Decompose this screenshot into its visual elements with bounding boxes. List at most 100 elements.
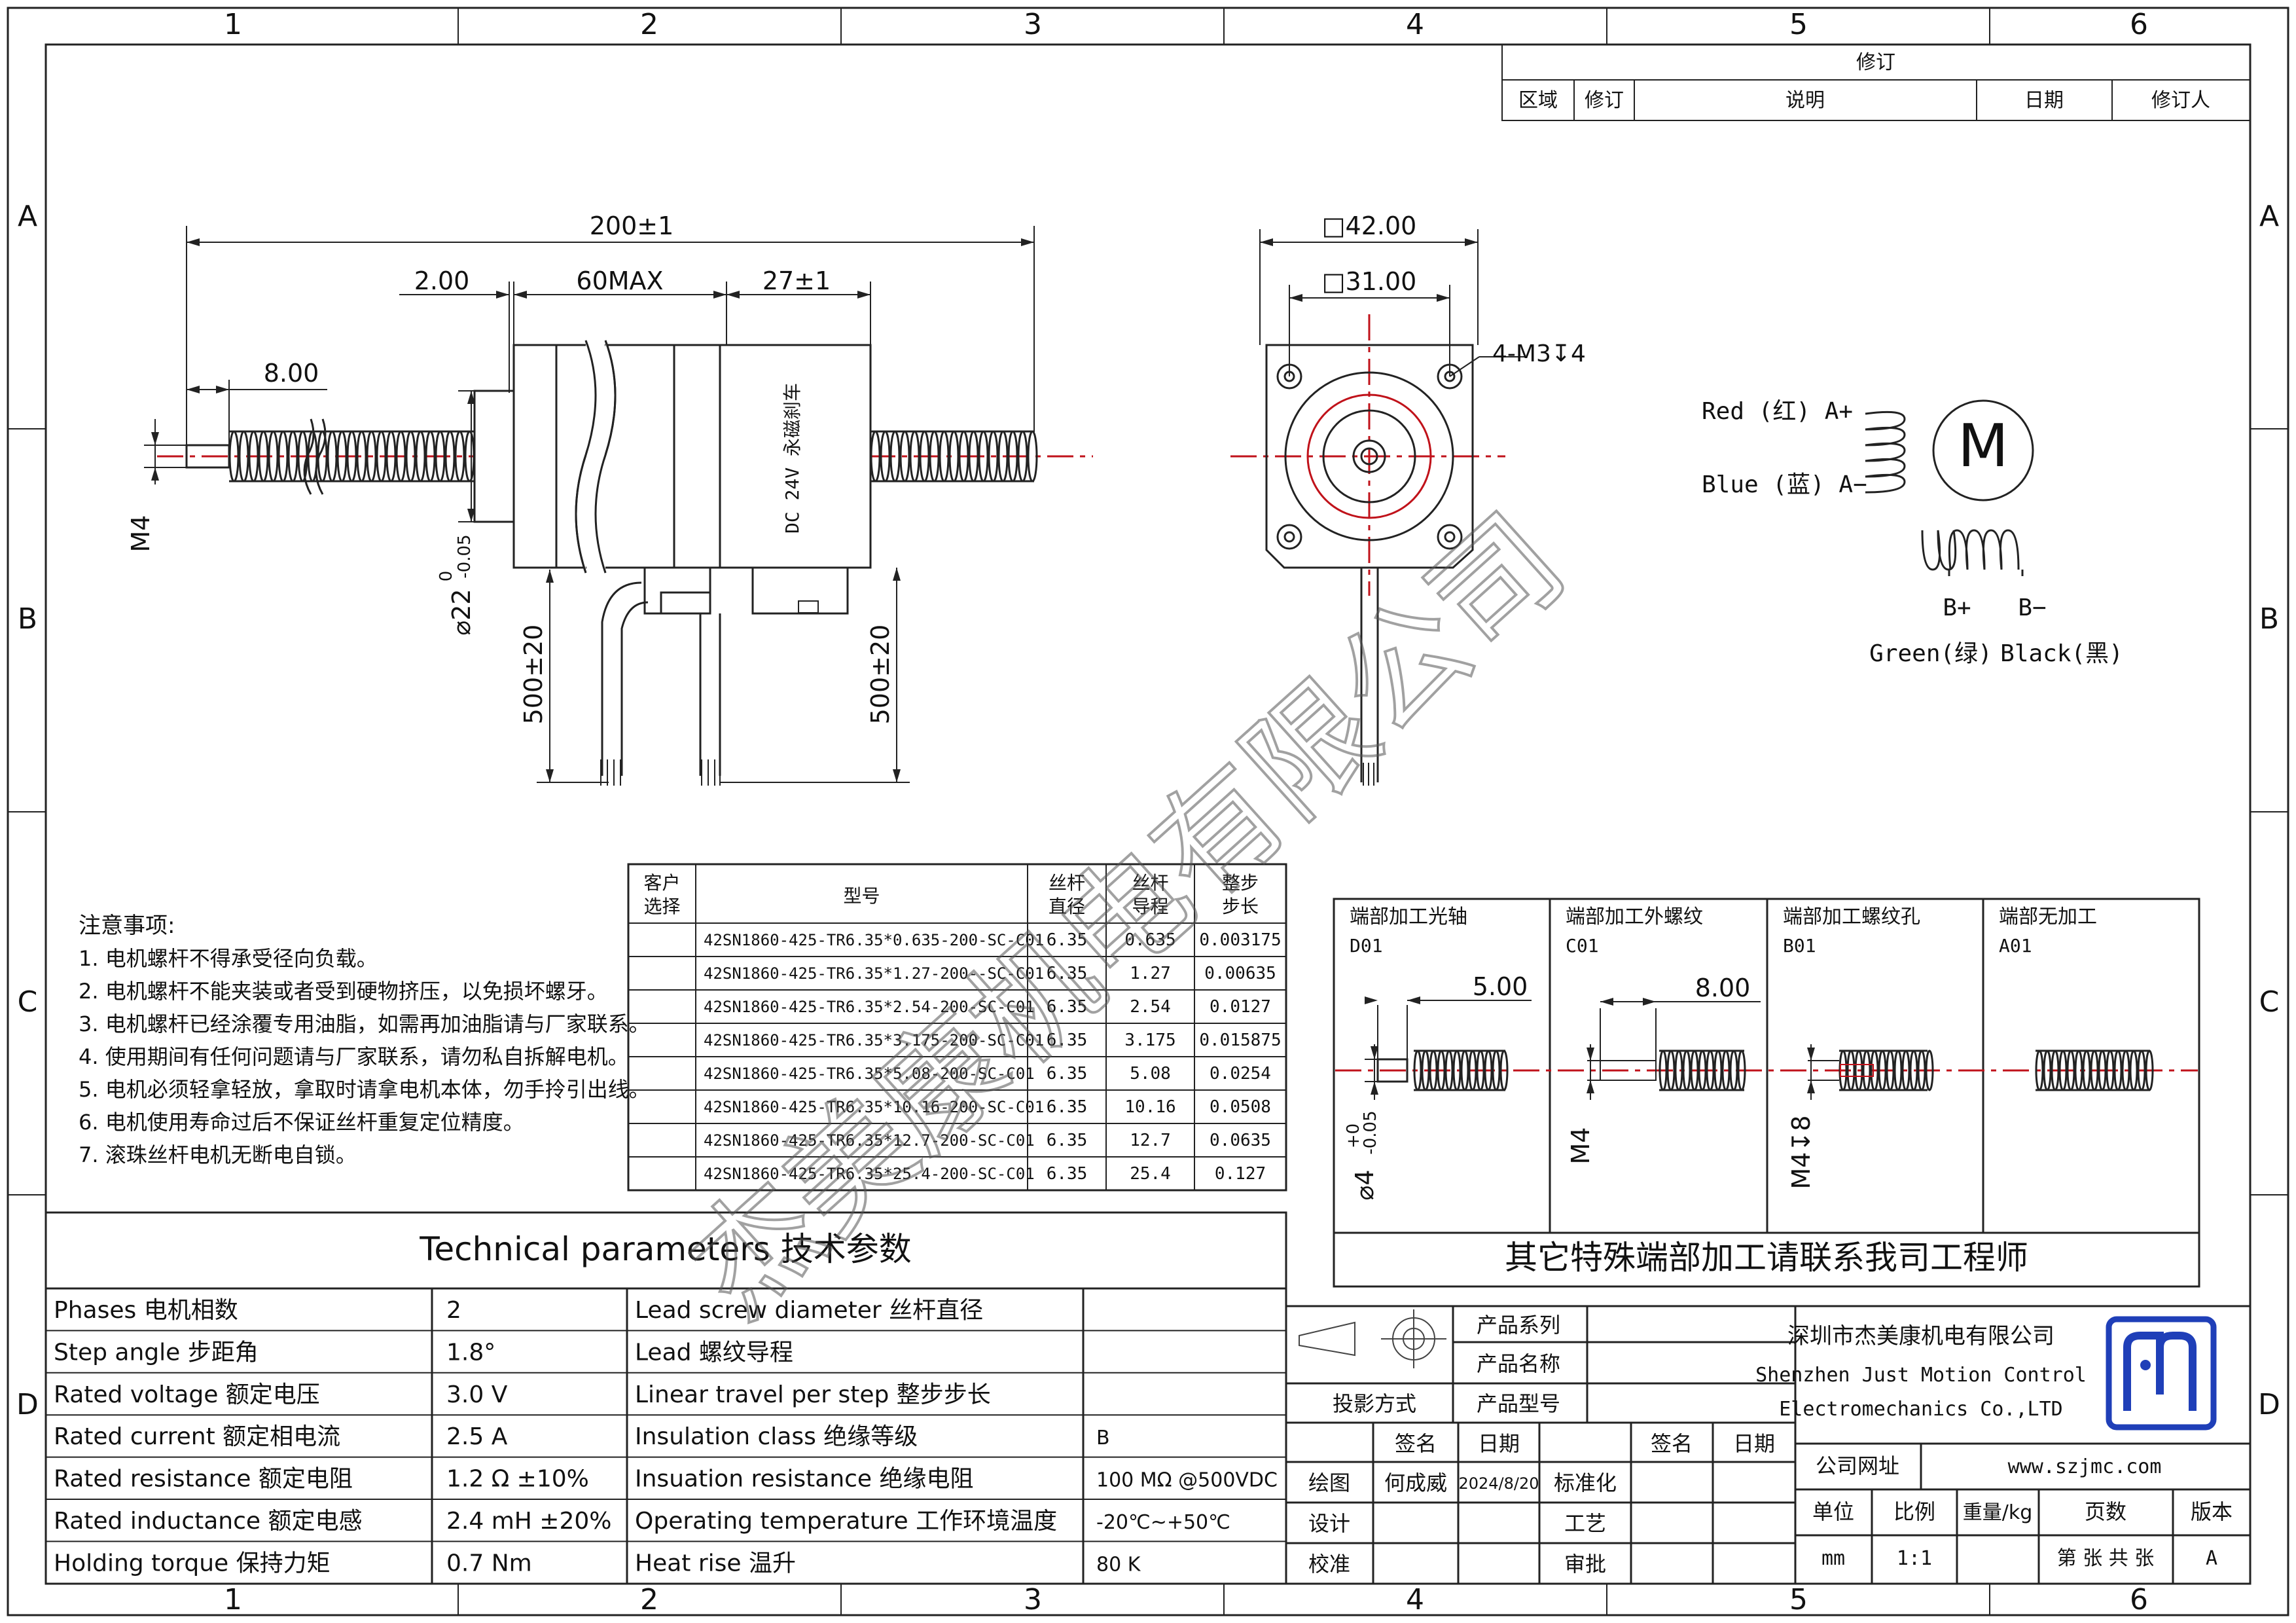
grid-column-label: 6	[2130, 1583, 2148, 1616]
end-d01-title: 端部加工光轴	[1350, 905, 1467, 928]
tb-website-label: 公司网址	[1816, 1453, 1899, 1478]
wire-blue: Blue (蓝) A−	[1702, 471, 1867, 498]
wire-black: Black(黑)	[2000, 640, 2123, 667]
end-d01-side: ⌀4	[1350, 1169, 1379, 1200]
dim-frame: □42.00	[1322, 211, 1417, 240]
model-table-cell: 6.35	[1047, 930, 1088, 950]
grid-column-label: 6	[2130, 8, 2148, 41]
dim-lead-left: 500±20	[519, 625, 548, 725]
model-table-cell: 6.35	[1047, 1097, 1088, 1117]
model-table-header: 客户	[643, 872, 680, 894]
model-table-cell: 10.16	[1124, 1097, 1175, 1117]
tb-standard: 标准化	[1554, 1470, 1617, 1495]
model-table-cell: 25.4	[1130, 1164, 1171, 1184]
tech-cell: 3.0 V	[446, 1381, 508, 1408]
model-table-cell: 6.35	[1047, 1131, 1088, 1150]
tech-cell: 2.5 A	[446, 1423, 508, 1450]
model-table-cell: 0.00635	[1204, 964, 1276, 983]
dim-boss-tol-upper: 0	[437, 571, 456, 582]
revision-header-desc: 说明	[1785, 89, 1825, 112]
note-item: 4. 使用期间有任何问题请与厂家联系，请勿私自拆解电机。	[79, 1044, 629, 1069]
tech-cell: Insuation resistance 绝缘电阻	[635, 1466, 974, 1493]
model-table-cell: 0.635	[1124, 930, 1175, 950]
tech-cell: Insulation class 绝缘等级	[635, 1423, 918, 1450]
tb-pages: 第 张 共 张	[2057, 1547, 2155, 1570]
dim-boss-tol-lower: -0.05	[455, 534, 475, 578]
dim-front-length: 8.00	[264, 359, 319, 388]
model-table-cell: 0.0635	[1210, 1131, 1271, 1150]
model-table-cell: 0.0254	[1210, 1064, 1271, 1084]
grid-row-label: A	[18, 200, 37, 233]
grid-column-label: 1	[224, 1583, 242, 1616]
motor-symbol: M	[1958, 412, 2009, 481]
tb-design: 设计	[1308, 1511, 1350, 1536]
wire-bplus: B+	[1943, 594, 1971, 621]
model-table-cell: 0.0508	[1210, 1097, 1271, 1117]
tech-cell: 2	[446, 1297, 461, 1324]
model-table-cell: 42SN1860-425-TR6.35*3.175-200-SC-C01	[704, 1031, 1044, 1049]
dim-body-length: 60MAX	[576, 266, 663, 295]
tech-cell: Linear travel per step 整步步长	[635, 1381, 991, 1408]
tb-scale-label: 比例	[1893, 1499, 1935, 1524]
model-table-header: 直径	[1049, 896, 1085, 917]
model-table-header: 导程	[1132, 896, 1168, 917]
tb-date2: 日期	[1733, 1431, 1775, 1456]
tb-approve: 审批	[1564, 1552, 1606, 1577]
dim-boss-dia: ⌀22	[447, 589, 476, 635]
model-table-header: 整步	[1222, 872, 1259, 894]
grid-column-label: 1	[224, 8, 242, 41]
model-table-cell: 42SN1860-425-TR6.35*1.27-200--SC-C01	[704, 964, 1044, 983]
tech-cell: Rated current 额定相电流	[54, 1423, 340, 1450]
end-d01-dim: 5.00	[1473, 972, 1528, 1001]
end-c01-dim: 8.00	[1695, 974, 1751, 1002]
note-item: 3. 电机螺杆已经涂覆专用油脂，如需再加油脂请与厂家联系。	[79, 1012, 650, 1036]
brake-label: DC 24V 永磁刹车	[781, 383, 803, 534]
grid-column-label: 4	[1406, 8, 1424, 41]
end-options-footer: 其它特殊端部加工请联系我司工程师	[1505, 1239, 2028, 1277]
grid-column-label: 3	[1024, 1583, 1042, 1616]
dim-mount-holes: 4-M3↧4	[1492, 340, 1586, 367]
tb-version-label: 版本	[2191, 1499, 2233, 1524]
tech-cell: -20℃~+50℃	[1096, 1511, 1230, 1534]
grid-row-label: C	[2259, 985, 2280, 1019]
revision-header-area: 区域	[1518, 89, 1558, 112]
tb-version: A	[2206, 1547, 2217, 1570]
tech-cell: Rated inductance 额定电感	[54, 1508, 363, 1535]
tech-cell: Rated voltage 额定电压	[54, 1381, 320, 1408]
model-table-header: 步长	[1222, 896, 1259, 917]
tech-cell: 2.4 mH ±20%	[446, 1508, 611, 1535]
grid-column-label: 2	[640, 8, 658, 41]
grid-row-label: A	[2259, 200, 2279, 233]
revision-header-date: 日期	[2024, 89, 2064, 112]
tech-cell: 80 K	[1096, 1553, 1141, 1576]
revision-header-rev: 修订	[1585, 89, 1624, 112]
model-table-header: 型号	[843, 885, 880, 907]
model-table-cell: 6.35	[1047, 1164, 1088, 1184]
tech-cell: Heat rise 温升	[635, 1550, 796, 1577]
tb-sign: 签名	[1395, 1431, 1437, 1456]
tb-pages-label: 页数	[2085, 1499, 2126, 1524]
model-table-header: 丝杆	[1132, 872, 1168, 894]
model-table-cell: 2.54	[1130, 997, 1171, 1017]
notes: 注意事项: 1. 电机螺杆不得承受径向负载。 2. 电机螺杆不能夹装或者受到硬物…	[79, 913, 650, 1167]
grid-column-label: 3	[1024, 8, 1042, 41]
dim-thread: M4	[126, 515, 155, 553]
model-table-header: 丝杆	[1049, 872, 1085, 894]
tech-title: Technical parameters 技术参数	[419, 1230, 911, 1268]
tb-product-series: 产品系列	[1477, 1313, 1560, 1338]
dim-lead-right: 500±20	[866, 625, 895, 725]
dim-hole-pitch: □31.00	[1322, 267, 1417, 296]
revision-table	[1501, 44, 2251, 121]
grid-row-label: B	[18, 602, 37, 636]
model-table-cell: 42SN1860-425-TR6.35*0.635-200-SC-C01	[704, 931, 1044, 949]
model-table-cell: 1.27	[1130, 964, 1171, 983]
end-d01-tol-up: +0	[1344, 1123, 1363, 1148]
tb-projection: 投影方式	[1333, 1391, 1416, 1416]
tech-cell: Lead 螺纹导程	[635, 1339, 793, 1366]
dim-total-length: 200±1	[590, 211, 674, 240]
tb-scale: 1:1	[1897, 1547, 1932, 1570]
end-d01-tol-low: -0.05	[1361, 1110, 1380, 1154]
tech-cell: Step angle 步距角	[54, 1339, 259, 1366]
model-table-cell: 0.003175	[1199, 930, 1281, 950]
